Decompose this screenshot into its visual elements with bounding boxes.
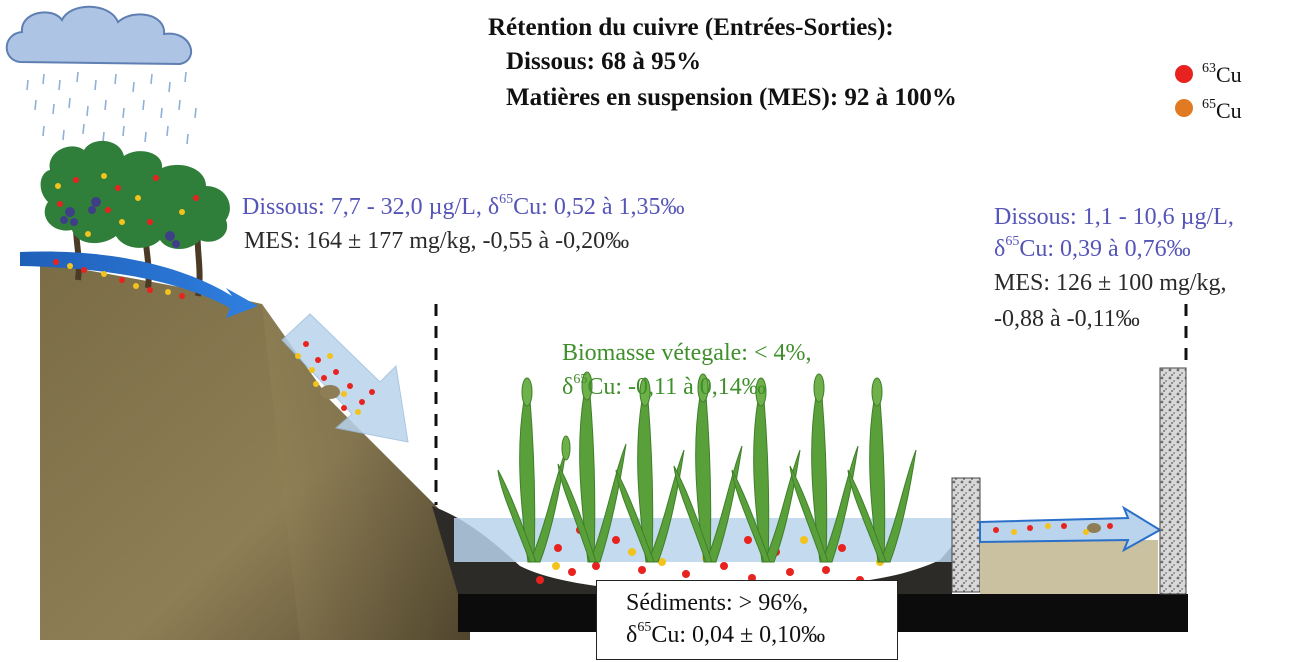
cu65-legend-label: 65Cu [1202, 96, 1242, 123]
biomass-text: Biomasse vétegale: < 4%, [562, 340, 812, 366]
cu63-legend-marker [1175, 65, 1193, 83]
runoff-flow-arrow [20, 251, 258, 318]
outlet-mes-delta-text: -0,88 à -0,11‰ [994, 306, 1140, 332]
vineyard-trees [40, 140, 230, 297]
particle-transport-arrow [281, 313, 409, 443]
inlet-dissolved-text: Dissous: 7,7 - 32,0 µg/L, δ65Cu: 0,52 à … [242, 192, 685, 220]
retention-title: Rétention du cuivre (Entrées-Sorties): [488, 14, 894, 41]
cu65-legend-marker [1175, 99, 1193, 117]
retention-suspended: Matières en suspension (MES): 92 à 100% [506, 84, 957, 111]
outlet-gravel-column [1159, 367, 1187, 595]
rain-cloud-icon [5, 5, 192, 66]
outlet-mes-text: MES: 126 ± 100 mg/kg, [994, 270, 1227, 296]
sediments-delta-text: δ65Cu: 0,04 ± 0,10‰ [626, 620, 826, 648]
sediments-text: Sédiments: > 96%, [626, 590, 809, 616]
hillside [40, 262, 470, 640]
rain-drops [26, 71, 197, 145]
biomass-delta-text: δ65Cu: -0,11 à 0,14‰ [562, 372, 766, 400]
sediments-box [596, 580, 898, 660]
outlet-delta-text: δ65Cu: 0,39 à 0,76‰ [994, 234, 1191, 262]
retention-dissolved: Dissous: 68 à 95% [506, 48, 702, 75]
outlet-dissolved-text: Dissous: 1,1 - 10,6 µg/L, [994, 204, 1234, 230]
cu63-legend-label: 63Cu [1202, 60, 1242, 87]
outlet-flow-arrow [979, 505, 1162, 553]
gravel-filter [951, 477, 1158, 594]
inlet-mes-text: MES: 164 ± 177 mg/kg, -0,55 à -0,20‰ [244, 228, 630, 254]
reed-plants [497, 371, 917, 563]
